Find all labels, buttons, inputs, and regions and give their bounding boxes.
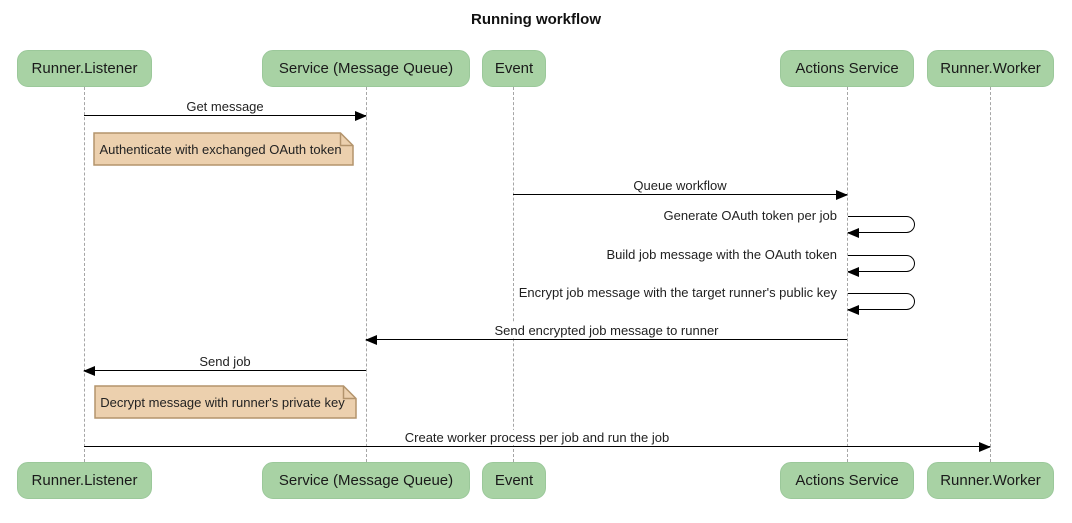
participant-actions-service-top: Actions Service	[780, 50, 914, 87]
lifeline-event	[513, 87, 514, 462]
note-label: Decrypt message with runner's private ke…	[100, 394, 345, 410]
self-message-build-job-message: Build job message with the OAuth token	[0, 247, 841, 262]
participant-label: Runner.Listener	[31, 60, 138, 77]
arrowhead-left-icon	[847, 305, 859, 315]
self-loop	[847, 293, 915, 315]
arrowhead-left-icon	[83, 366, 95, 376]
participant-runner-worker-bottom: Runner.Worker	[927, 462, 1054, 499]
participant-label: Actions Service	[795, 472, 899, 489]
arrowhead-left-icon	[847, 267, 859, 277]
participant-event-top: Event	[482, 50, 546, 87]
participant-label: Event	[494, 472, 534, 489]
message-create-worker-process: Create worker process per job and run th…	[84, 429, 991, 452]
arrowhead-left-icon	[365, 335, 377, 345]
message-line	[84, 115, 366, 116]
participant-label: Service (Message Queue)	[278, 472, 454, 489]
message-line	[84, 446, 990, 447]
participant-actions-service-bottom: Actions Service	[780, 462, 914, 499]
message-label: Send job	[84, 354, 366, 369]
participant-runner-listener-bottom: Runner.Listener	[17, 462, 152, 499]
self-loop	[847, 255, 915, 277]
participant-service-message-queue-bottom: Service (Message Queue)	[262, 462, 470, 499]
message-line	[84, 370, 366, 371]
participant-service-message-queue-top: Service (Message Queue)	[262, 50, 470, 87]
note-decrypt: Decrypt message with runner's private ke…	[94, 385, 357, 419]
participant-event-bottom: Event	[482, 462, 546, 499]
message-send-job: Send job	[83, 353, 366, 376]
message-label: Queue workflow	[513, 178, 847, 193]
participant-label: Runner.Worker	[940, 472, 1041, 489]
message-line	[366, 339, 847, 340]
message-queue-workflow: Queue workflow	[513, 177, 848, 200]
note-authenticate: Authenticate with exchanged OAuth token	[93, 132, 354, 166]
self-message-encrypt-job-message: Encrypt job message with the target runn…	[0, 285, 841, 300]
participant-label: Runner.Listener	[31, 472, 138, 489]
message-send-encrypted-job: Send encrypted job message to runner	[365, 322, 847, 345]
diagram-title: Running workflow	[471, 11, 601, 28]
note-label: Authenticate with exchanged OAuth token	[99, 141, 342, 157]
participant-label: Event	[494, 60, 534, 77]
message-get-message: Get message	[84, 98, 367, 121]
arrowhead-right-icon	[979, 442, 991, 452]
note-shape-icon	[94, 385, 357, 419]
self-message-generate-token: Generate OAuth token per job	[0, 208, 841, 223]
participant-label: Actions Service	[795, 60, 899, 77]
participant-runner-listener-top: Runner.Listener	[17, 50, 152, 87]
message-label: Send encrypted job message to runner	[366, 323, 847, 338]
participant-runner-worker-top: Runner.Worker	[927, 50, 1054, 87]
message-label: Get message	[84, 99, 366, 114]
lifeline-runner-worker	[990, 87, 991, 462]
arrowhead-right-icon	[836, 190, 848, 200]
self-loop	[847, 216, 915, 238]
lifeline-service-message-queue	[366, 87, 367, 462]
lifeline-runner-listener	[84, 87, 85, 462]
message-label: Create worker process per job and run th…	[84, 430, 990, 445]
arrowhead-left-icon	[847, 228, 859, 238]
note-shape-icon	[93, 132, 354, 166]
arrowhead-right-icon	[355, 111, 367, 121]
participant-label: Runner.Worker	[940, 60, 1041, 77]
message-line	[513, 194, 847, 195]
participant-label: Service (Message Queue)	[278, 60, 454, 77]
